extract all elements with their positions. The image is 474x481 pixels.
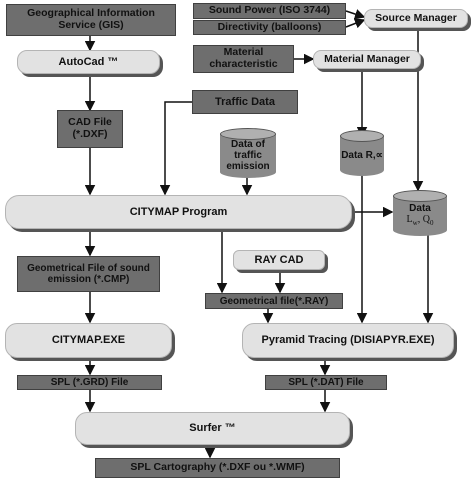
data-lw-prefix: Data [409,202,431,214]
ray-cad-box: RAY CAD [233,250,325,270]
geometrical-ray-file-box: Geometrical file(*.RAY) [205,293,343,309]
cad-file-box: CAD File (*.DXF) [57,110,123,148]
source-manager-box: Source Manager [364,9,468,28]
geometrical-sound-emission-box: Geometrical File of sound emission (*.CM… [17,256,160,292]
data-r-label: Data R,∝ [341,149,383,161]
traffic-emission-cylinder: Data of traffic emission [220,128,276,178]
spl-dat-file-box: SPL (*.DAT) File [265,375,387,390]
spl-cartography-box: SPL Cartography (*.DXF ou *.WMF) [95,458,340,478]
citymap-program-box: CITYMAP Program [5,195,352,229]
traffic-emission-label: Data of traffic emission [226,138,270,172]
sound-power-box: Sound Power (ISO 3744) [193,3,346,19]
data-lw-value: Lw, Q0 [406,213,434,227]
data-lw-cylinder: Data Lw, Q0 [393,190,447,236]
data-r-cylinder: Data R,∝ [340,130,384,176]
citymap-exe-box: CITYMAP.EXE [5,323,172,358]
data-lw-label: Data Lw, Q0 [393,202,447,228]
traffic-data-box: Traffic Data [192,90,298,114]
gis-box: Geographical Information Service (GIS) [6,4,176,36]
surfer-box: Surfer ™ [75,412,350,445]
arrow-soundpower-sourcemanager [345,9,366,20]
material-characteristic-box: Material characteristic [193,45,294,73]
pyramid-tracing-box: Pyramid Tracing (DISIAPYR.EXE) [242,323,454,358]
directivity-box: Directivity (balloons) [193,20,346,35]
material-manager-box: Material Manager [313,50,421,69]
autocad-box: AutoCad ™ [17,50,160,74]
spl-grd-file-box: SPL (*.GRD) File [17,375,162,390]
arrow-directivity-sourcemanager [345,18,366,29]
arrow-trafficdata-citymap [159,101,192,196]
